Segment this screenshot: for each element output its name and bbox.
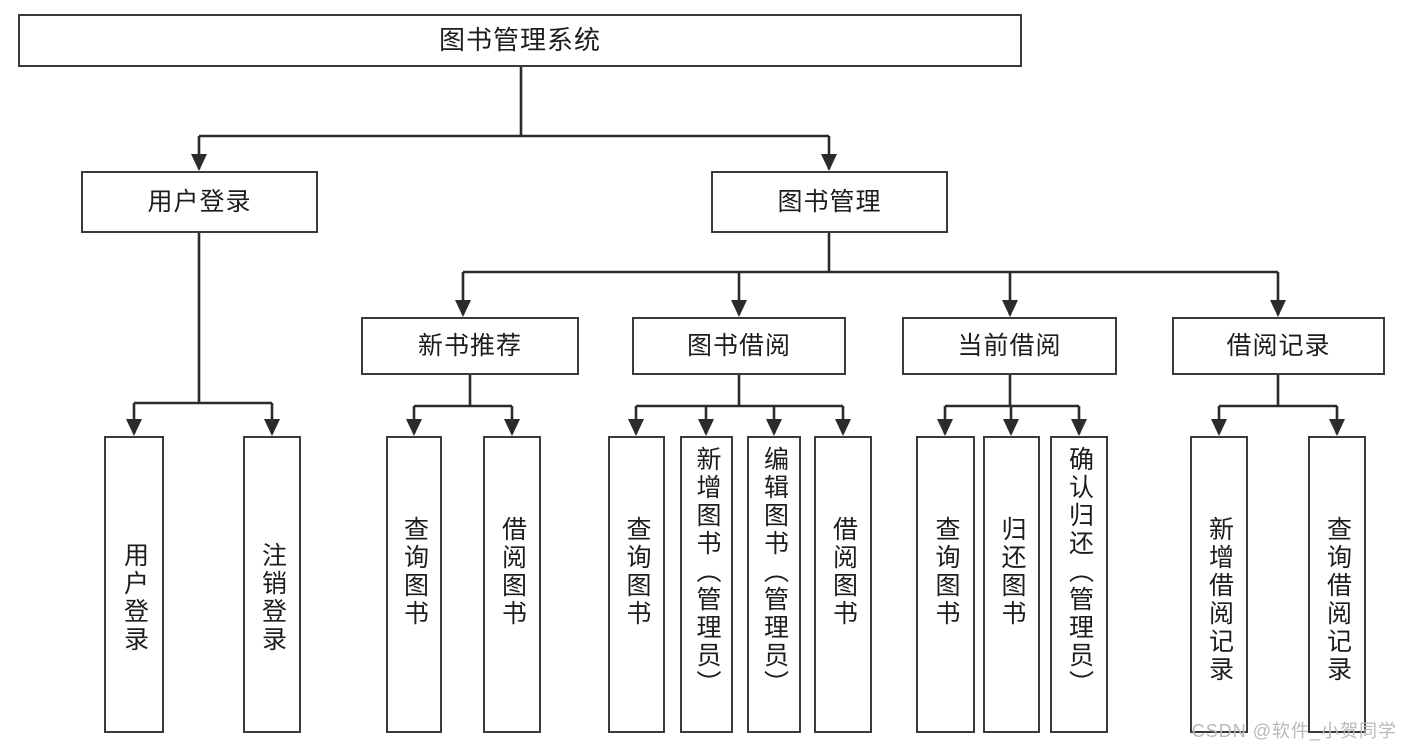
node-leaf-6[interactable]: 编辑图书（管理员） (747, 436, 801, 733)
connector-arrowhead (264, 419, 280, 436)
connector-arrowhead (628, 419, 644, 436)
connector-arrowhead (1211, 419, 1227, 436)
connector-arrowhead (766, 419, 782, 436)
node-label: 查询借阅记录 (1323, 516, 1352, 684)
node-label: 当前借阅 (957, 332, 1062, 360)
node-leaf-11[interactable]: 新增借阅记录 (1190, 436, 1248, 733)
node-leaf-12[interactable]: 查询借阅记录 (1308, 436, 1366, 733)
node-leaf-3[interactable]: 借阅图书 (483, 436, 541, 733)
connector-arrowhead (731, 300, 747, 317)
node-leaf-10[interactable]: 确认归还（管理员） (1050, 436, 1108, 733)
connector-arrowhead (937, 419, 953, 436)
node-label: 查询图书 (623, 516, 651, 628)
node-leaf-0[interactable]: 用户登录 (104, 436, 164, 733)
node-label: 归还图书 (998, 516, 1026, 628)
node-label: 新增借阅记录 (1205, 516, 1234, 684)
node-label: 编辑图书（管理员） (760, 446, 789, 698)
node-label: 图书借阅 (686, 332, 791, 360)
node-level2-2[interactable]: 当前借阅 (902, 317, 1117, 375)
node-label: 新书推荐 (417, 332, 522, 360)
connector-arrowhead (504, 419, 520, 436)
node-root[interactable]: 图书管理系统 (18, 14, 1022, 67)
node-label: 图书管理 (777, 188, 882, 216)
connector-arrowhead (1003, 419, 1019, 436)
connector-arrowhead (1071, 419, 1087, 436)
node-leaf-4[interactable]: 查询图书 (608, 436, 665, 733)
node-leaf-9[interactable]: 归还图书 (983, 436, 1040, 733)
node-label: 用户登录 (147, 188, 252, 216)
connector-arrowhead (1002, 300, 1018, 317)
node-level2-1[interactable]: 图书借阅 (632, 317, 846, 375)
connector-arrowhead (698, 419, 714, 436)
node-label: 查询图书 (932, 516, 960, 628)
node-label: 借阅图书 (829, 516, 858, 628)
node-label: 新增图书（管理员） (693, 446, 721, 698)
connector-arrowhead (835, 419, 851, 436)
node-level1-1[interactable]: 图书管理 (711, 171, 948, 233)
connector-arrowhead (126, 419, 142, 436)
node-label: 确认归还（管理员） (1065, 446, 1094, 698)
connector-arrowhead (1270, 300, 1286, 317)
node-level2-3[interactable]: 借阅记录 (1172, 317, 1385, 375)
connector-arrowhead (1329, 419, 1345, 436)
node-leaf-8[interactable]: 查询图书 (916, 436, 975, 733)
node-leaf-2[interactable]: 查询图书 (386, 436, 442, 733)
node-level2-0[interactable]: 新书推荐 (361, 317, 579, 375)
connector-arrowhead (821, 154, 837, 171)
node-label: 用户登录 (120, 542, 149, 654)
connector-layer (126, 67, 1345, 436)
connector-arrowhead (191, 154, 207, 171)
node-leaf-5[interactable]: 新增图书（管理员） (680, 436, 733, 733)
node-label: 查询图书 (400, 516, 429, 628)
watermark-text: CSDN @软件_小贺同学 (1191, 721, 1397, 741)
node-level1-0[interactable]: 用户登录 (81, 171, 318, 233)
connector-arrowhead (455, 300, 471, 317)
node-label: 借阅图书 (498, 516, 527, 628)
node-leaf-1[interactable]: 注销登录 (243, 436, 301, 733)
node-label: 借阅记录 (1226, 332, 1331, 360)
connector-arrowhead (406, 419, 422, 436)
node-label: 图书管理系统 (438, 24, 601, 55)
node-label: 注销登录 (258, 542, 287, 654)
node-leaf-7[interactable]: 借阅图书 (814, 436, 872, 733)
